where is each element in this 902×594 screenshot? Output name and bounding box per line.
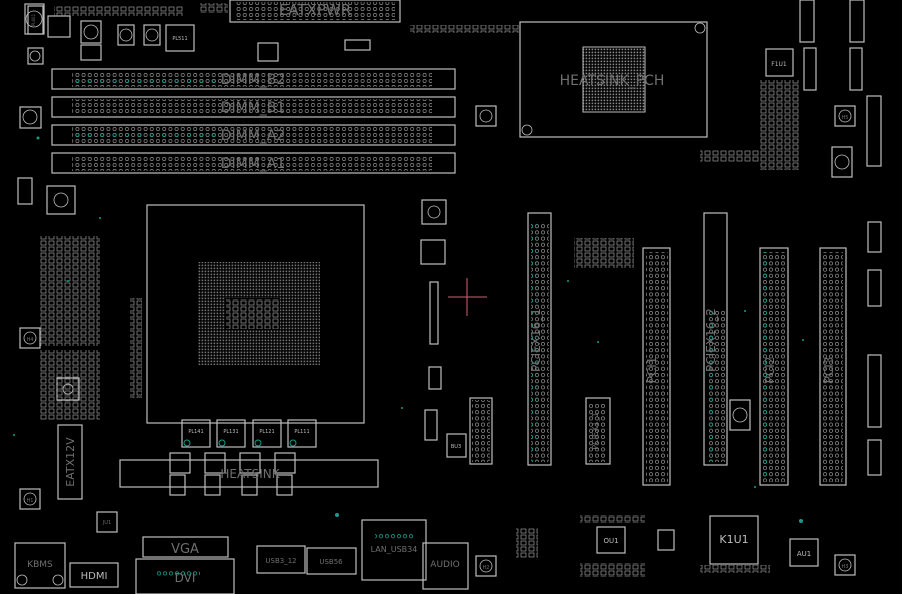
svg-text:AUDIO: AUDIO	[430, 560, 459, 570]
svg-text:PL141: PL141	[188, 429, 203, 435]
svg-text:AU1: AU1	[797, 550, 811, 558]
svg-text:F1U1: F1U1	[771, 61, 787, 68]
vrm-inductor-pl141[interactable]: PL141	[181, 419, 211, 448]
dimm-a1-slot[interactable]: DIMM_A1	[51, 152, 456, 174]
vrm-inductor-pl121[interactable]: PL121	[252, 419, 282, 448]
svg-text:H2: H2	[483, 565, 490, 571]
chip-k1u1[interactable]: K1U1	[709, 515, 759, 565]
svg-text:H1: H1	[27, 498, 34, 504]
top-left-components	[19, 3, 520, 129]
mount-hole-h5[interactable]: H5	[834, 105, 856, 127]
pci3-slot[interactable]: PCI3	[819, 247, 847, 486]
lan-usb-port[interactable]: LAN_USB34	[361, 519, 427, 581]
eatxpwr-label: EATXPWR	[279, 1, 351, 19]
svg-text:USB3_12: USB3_12	[265, 557, 296, 565]
chip-au1[interactable]: AU1	[789, 538, 819, 567]
svg-text:BU3: BU3	[451, 444, 461, 450]
cpu-socket[interactable]	[146, 204, 365, 424]
inductor-pl601[interactable]: PL601	[27, 5, 44, 35]
svg-text:PCI1: PCI1	[645, 357, 659, 384]
eatx12v-connector[interactable]: EATX12V	[57, 424, 83, 500]
pch-heatsink[interactable]: HEATSINK_PCH	[519, 21, 708, 138]
svg-text:H3: H3	[842, 564, 849, 570]
svg-text:DIMM_B1: DIMM_B1	[221, 100, 286, 116]
cursor-crosshair	[448, 278, 487, 316]
vias	[13, 136, 804, 523]
svg-text:DIMM_B2: DIMM_B2	[221, 72, 286, 88]
svg-text:PL601: PL601	[31, 13, 36, 26]
svg-text:USB56: USB56	[319, 558, 343, 566]
right-edge-components	[574, 221, 882, 476]
pci2-slot[interactable]: PCI2	[759, 247, 789, 486]
hdmi-port[interactable]: HDMI	[69, 562, 119, 588]
svg-text:PCIEX16_2: PCIEX16_2	[704, 308, 718, 372]
usb3-port[interactable]: USB3_12	[256, 545, 306, 574]
kbms-port[interactable]: KBMS	[14, 542, 66, 589]
svg-text:PCIEX16_1: PCIEX16_1	[529, 308, 543, 372]
chip-bu3[interactable]: BU3	[446, 433, 467, 458]
pciex16-1-slot[interactable]: PCIEX16_1	[527, 212, 552, 466]
svg-text:OU1: OU1	[603, 537, 618, 545]
svg-text:KBMS: KBMS	[27, 560, 53, 570]
bottom-smd-parts	[516, 515, 770, 577]
chip-ou1[interactable]: OU1	[596, 526, 626, 554]
left-side-components	[17, 177, 493, 465]
chip-ju1[interactable]: JU1	[96, 511, 118, 533]
vrm-inductor-pl131[interactable]: PL131	[216, 419, 246, 448]
mount-hole-h3[interactable]: H3	[834, 554, 856, 576]
vrm-inductor-pl111[interactable]: PL111	[287, 419, 317, 448]
svg-text:PL121: PL121	[259, 429, 274, 435]
svg-text:PCI3: PCI3	[822, 357, 836, 384]
dimm-a2-slot[interactable]: DIMM_A2	[51, 124, 456, 146]
audio-port[interactable]: AUDIO	[422, 542, 469, 590]
dimm-b2-slot[interactable]: DIMM_B2	[51, 68, 456, 90]
pciex1-1-slot[interactable]: PCIEX1_1	[585, 397, 611, 465]
mount-hole-h4[interactable]: H4	[19, 327, 41, 349]
svg-text:HEATSINK_PCH: HEATSINK_PCH	[560, 73, 665, 89]
svg-text:JU1: JU1	[102, 520, 111, 526]
svg-text:PL111: PL111	[294, 429, 309, 435]
dimm-b1-slot[interactable]: DIMM_B1	[51, 96, 456, 118]
svg-text:H5: H5	[842, 115, 849, 121]
vga-port[interactable]: VGA	[142, 536, 229, 558]
svg-text:DVI: DVI	[175, 571, 196, 585]
svg-text:VGA: VGA	[171, 542, 199, 557]
eatxpwr-connector[interactable]: EATXPWR	[229, 0, 401, 23]
svg-text:PL511: PL511	[172, 36, 187, 42]
svg-text:H4: H4	[27, 337, 34, 343]
svg-text:HEATSINK: HEATSINK	[220, 467, 280, 481]
dvi-port[interactable]: DVI	[135, 558, 235, 594]
svg-text:HDMI: HDMI	[81, 571, 108, 582]
mount-hole-h1[interactable]: H1	[19, 488, 41, 510]
svg-text:K1U1: K1U1	[719, 533, 748, 546]
chip-f1u1[interactable]: F1U1	[765, 48, 794, 77]
svg-text:DIMM_A1: DIMM_A1	[221, 156, 286, 172]
pciex16-2-slot[interactable]: PCIEX16_2	[703, 212, 728, 466]
right-top-components	[700, 0, 882, 178]
svg-text:DIMM_A2: DIMM_A2	[221, 128, 286, 144]
inductor-pl511[interactable]: PL511	[165, 24, 195, 52]
svg-text:PCIEX1_1: PCIEX1_1	[591, 412, 600, 449]
svg-text:PL131: PL131	[223, 429, 238, 435]
mount-hole-h2[interactable]: H2	[475, 555, 497, 577]
svg-text:PCI2: PCI2	[763, 357, 777, 384]
svg-text:LAN_USB34: LAN_USB34	[371, 545, 418, 554]
svg-text:EATX12V: EATX12V	[64, 437, 77, 487]
pci1-slot[interactable]: PCI1	[642, 247, 671, 486]
vrm-heatsink[interactable]: HEATSINK	[119, 452, 379, 496]
usb56-port[interactable]: USB56	[306, 547, 357, 575]
